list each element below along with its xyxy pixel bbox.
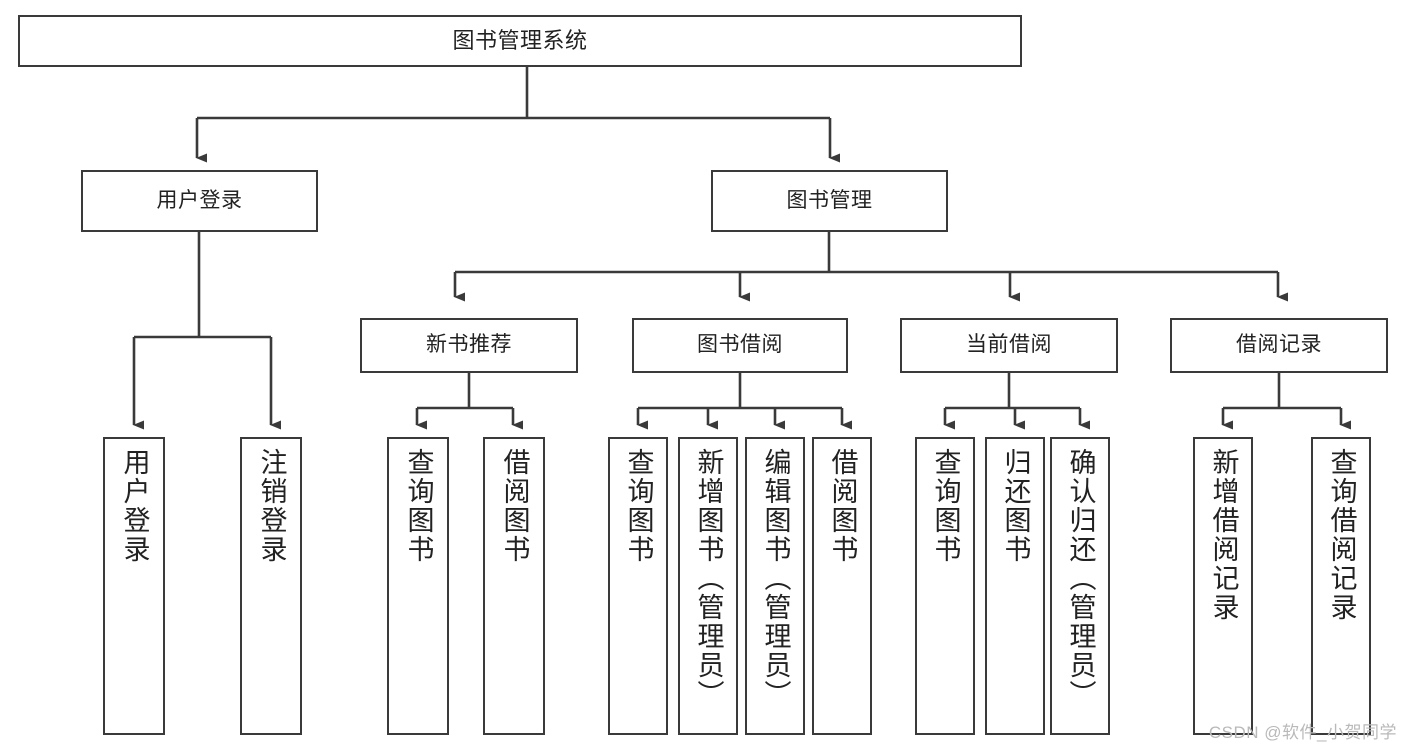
leaf-add-borrow-record[interactable]: 新增借阅记录 [1193,437,1253,735]
node-label: 借阅图书 [499,448,530,564]
node-label: 归还图书 [1000,448,1031,564]
node-borrow-record[interactable]: 借阅记录 [1170,318,1388,373]
leaf-query-borrow-record[interactable]: 查询借阅记录 [1311,437,1371,735]
node-label: 查询图书 [403,448,434,564]
leaf-user-login[interactable]: 用户登录 [103,437,165,735]
node-new-book-recommend[interactable]: 新书推荐 [360,318,578,373]
node-label: 查询图书 [930,448,961,564]
leaf-edit-book-admin[interactable]: 编辑图书（管理员） [745,437,805,735]
leaf-confirm-return-admin[interactable]: 确认归还（管理员） [1050,437,1110,735]
node-root-system[interactable]: 图书管理系统 [18,15,1022,67]
node-label: 查询图书 [623,448,654,564]
node-label: 当前借阅 [966,333,1052,357]
node-label: 编辑图书（管理员） [760,448,791,709]
leaf-return-book[interactable]: 归还图书 [985,437,1045,735]
leaf-query-book-recommend[interactable]: 查询图书 [387,437,449,735]
node-user-login[interactable]: 用户登录 [81,170,318,232]
node-label: 图书管理 [786,188,873,212]
leaf-borrow-book-recommend[interactable]: 借阅图书 [483,437,545,735]
node-book-manage[interactable]: 图书管理 [711,170,948,232]
node-label: 确认归还（管理员） [1065,448,1096,709]
node-label: 用户登录 [156,188,243,212]
leaf-logout-login[interactable]: 注销登录 [240,437,302,735]
node-label: 新增借阅记录 [1208,448,1239,622]
leaf-query-book-borrow[interactable]: 查询图书 [608,437,668,735]
node-label: 注销登录 [256,448,287,564]
node-label: 借阅图书 [827,448,858,564]
node-current-borrow[interactable]: 当前借阅 [900,318,1118,373]
node-label: 新增图书（管理员） [693,448,724,709]
leaf-query-book-current[interactable]: 查询图书 [915,437,975,735]
node-label: 新书推荐 [426,333,512,357]
leaf-borrow-book-borrow[interactable]: 借阅图书 [812,437,872,735]
node-label: 借阅记录 [1236,333,1322,357]
node-book-borrow[interactable]: 图书借阅 [632,318,848,373]
node-label: 图书借阅 [697,333,783,357]
node-label: 图书管理系统 [452,28,588,54]
node-label: 查询借阅记录 [1326,448,1357,622]
leaf-add-book-admin[interactable]: 新增图书（管理员） [678,437,738,735]
node-label: 用户登录 [119,448,150,564]
